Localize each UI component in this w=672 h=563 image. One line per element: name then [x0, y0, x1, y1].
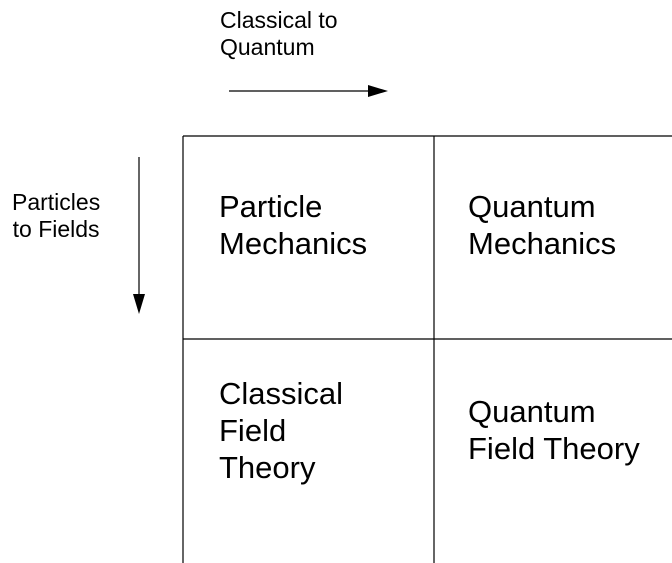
- cell-classical-field-theory: Classical Field Theory: [219, 376, 344, 486]
- cell-quantum-mechanics: Quantum Mechanics: [468, 189, 617, 262]
- vertical-arrow: [133, 157, 145, 314]
- cell-quantum-field-theory: Quantum Field Theory: [468, 394, 640, 467]
- grid: [182, 135, 672, 563]
- horizontal-axis-label: Classical to Quantum: [220, 7, 338, 61]
- vertical-axis-label: Particles to Fields: [12, 189, 101, 243]
- horizontal-arrow: [229, 85, 388, 97]
- cell-particle-mechanics: Particle Mechanics: [219, 189, 368, 262]
